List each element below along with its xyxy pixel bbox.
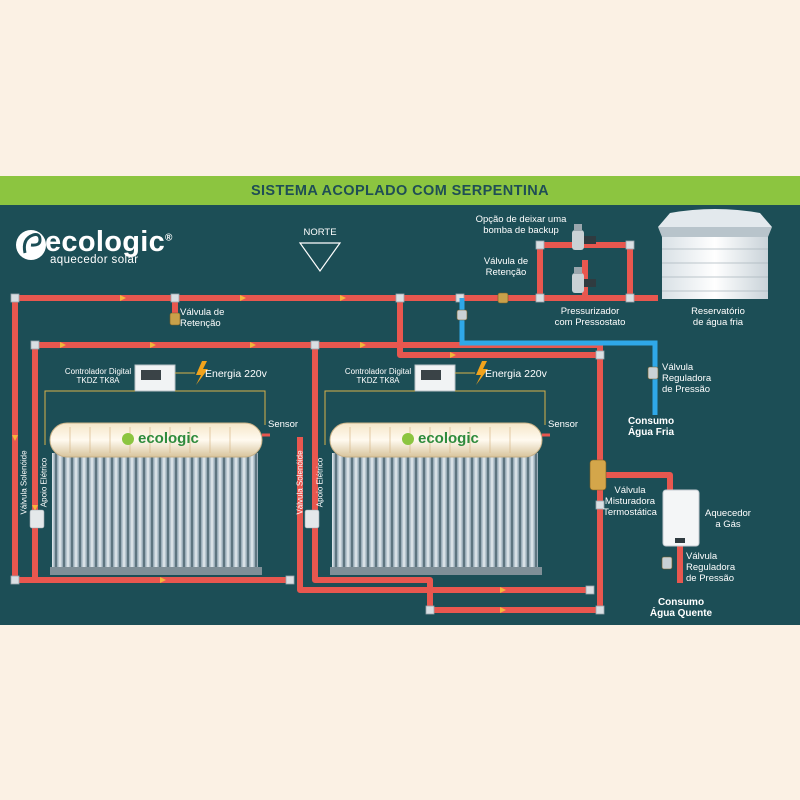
valve-icon bbox=[169, 292, 673, 570]
compass-label: NORTE bbox=[303, 227, 337, 238]
electric-support-2-label: Apoio Elétrico bbox=[315, 457, 325, 508]
lightning-bolt-icon bbox=[196, 361, 488, 385]
sensor-2-label: Sensor bbox=[548, 419, 579, 430]
water-tank-icon bbox=[658, 209, 772, 299]
electric-support-1-label: Apoio Elétrico bbox=[39, 457, 49, 508]
collector-1-brand: ecologic bbox=[138, 430, 199, 447]
controller-box-2 bbox=[414, 364, 456, 392]
collector-2-brand: ecologic bbox=[418, 430, 479, 447]
gas-heater-icon bbox=[662, 489, 700, 547]
page-title: SISTEMA ACOPLADO COM SERPENTINA bbox=[250, 183, 550, 199]
brand-tagline: aquecedor solar bbox=[50, 254, 139, 266]
energy-1-label: Energia 220v bbox=[205, 368, 267, 380]
solar-collector-2 bbox=[329, 422, 543, 575]
brand-name: ecologic® bbox=[45, 226, 173, 258]
compass-triangle-icon bbox=[298, 242, 342, 273]
solenoid-valve-1-label: Válvula Solenóide bbox=[19, 450, 29, 515]
ecologic-logo-icon bbox=[16, 230, 46, 260]
solenoid-valve-2-label: Válvula Solenóide bbox=[295, 450, 305, 515]
title-bar bbox=[0, 176, 800, 205]
sensor-1-label: Sensor bbox=[268, 419, 299, 430]
solenoid-valve-icon bbox=[29, 509, 320, 529]
pump-icon bbox=[572, 224, 596, 293]
solar-collector-1 bbox=[49, 422, 263, 575]
pipe-fittings bbox=[10, 240, 635, 615]
flow-arrow-icon bbox=[12, 295, 506, 613]
controller-box-1 bbox=[134, 364, 176, 392]
controller-wires bbox=[44, 372, 546, 445]
plumbing-diagram bbox=[10, 209, 772, 615]
energy-2-label: Energia 220v bbox=[485, 368, 547, 380]
